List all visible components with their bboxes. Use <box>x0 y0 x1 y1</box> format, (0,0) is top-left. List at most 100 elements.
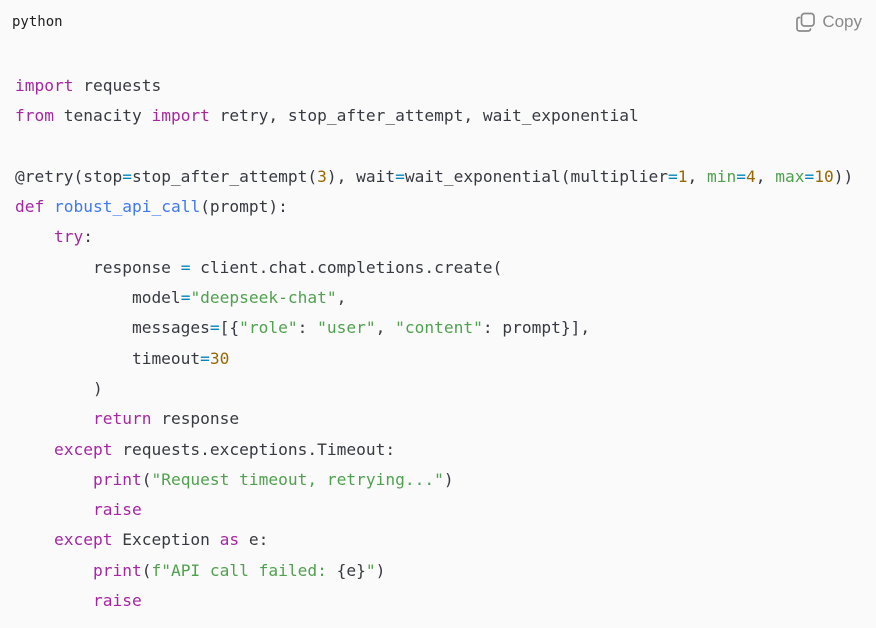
code-token: , <box>336 288 347 308</box>
code-token: ) <box>375 560 386 580</box>
code-line: raise <box>15 586 853 616</box>
code-line: return response <box>15 404 853 434</box>
code-token: "role" <box>239 318 298 338</box>
code-line: except Exception as e: <box>15 525 853 555</box>
code-token: 4 <box>746 166 756 186</box>
code-token: ), wait <box>326 166 396 186</box>
code-line: except requests.exceptions.Timeout: <box>15 435 853 465</box>
code-token: (prompt): <box>200 197 288 217</box>
code-token: : <box>297 318 318 338</box>
code-token: 30 <box>209 348 230 368</box>
code-token <box>15 500 93 519</box>
code-token: = <box>668 166 678 186</box>
code-line: response = client.chat.completions.creat… <box>15 253 853 283</box>
code-token: max <box>775 166 805 186</box>
code-token: @retry(stop <box>15 166 123 186</box>
code-token: ) <box>443 469 454 489</box>
code-token: as <box>219 530 240 550</box>
code-token: client.chat.completions.create( <box>190 257 503 277</box>
code-token: raise <box>92 500 142 520</box>
code-token: "content" <box>395 318 483 338</box>
code-token: response <box>15 257 181 277</box>
copy-button[interactable]: Copy <box>795 11 862 33</box>
code-line: model="deepseek-chat", <box>15 283 853 313</box>
code-token: try <box>53 227 84 247</box>
code-line: from tenacity import retry, stop_after_a… <box>15 101 853 131</box>
code-line: @retry(stop=stop_after_attempt(3), wait=… <box>15 162 853 192</box>
code-token: 3 <box>317 166 327 186</box>
code-token: , <box>687 166 707 186</box>
code-line: try: <box>15 222 853 252</box>
code-token: "deepseek-chat" <box>190 288 337 308</box>
code-line: raise <box>15 495 853 525</box>
code-token: stop_after_attempt( <box>131 166 318 186</box>
code-token: : <box>83 227 93 247</box>
code-token <box>15 227 54 246</box>
code-token <box>15 409 93 428</box>
code-line: timeout=30 <box>15 344 853 374</box>
code-token: requests <box>73 76 162 95</box>
code-line: print("Request timeout, retrying...") <box>15 465 853 495</box>
code-line: def robust_api_call(prompt): <box>15 192 853 222</box>
code-line: import requests <box>15 71 853 101</box>
code-token: def <box>15 197 45 217</box>
code-token: tenacity <box>53 106 152 126</box>
code-token: 1 <box>677 166 688 186</box>
code-token: min <box>707 166 737 186</box>
code-token: import <box>151 106 210 126</box>
code-token <box>15 470 93 489</box>
code-token: = <box>736 166 746 186</box>
code-token: e: <box>239 530 269 550</box>
code-token: except <box>53 530 113 550</box>
code-token <box>44 197 54 216</box>
code-line: messages=[{"role": "user", "content": pr… <box>15 313 853 343</box>
code-token: = <box>200 348 210 368</box>
code-token: , <box>375 318 396 338</box>
code-token: {e} <box>336 560 366 580</box>
code-token: = <box>804 166 815 186</box>
code-token: = <box>122 166 132 186</box>
copy-label: Copy <box>822 12 862 31</box>
code-token: 10 <box>814 166 834 186</box>
code-line: ) <box>15 374 853 404</box>
code-token: = <box>209 318 220 338</box>
code-token: wait_exponential(multiplier <box>404 166 668 186</box>
copy-icon <box>795 11 817 33</box>
code-token: from <box>15 106 54 126</box>
code-token: timeout <box>15 348 201 368</box>
code-token: retry, stop_after_attempt, wait_exponent… <box>209 106 639 126</box>
code-token: return <box>92 409 152 429</box>
code-token: : prompt}], <box>482 318 591 338</box>
code-token: except <box>53 439 113 459</box>
code-token: = <box>180 257 191 277</box>
code-token: = <box>395 166 405 186</box>
code-token: ) <box>15 378 103 398</box>
code-token: ( <box>141 560 152 580</box>
code-token <box>15 591 93 610</box>
code-line: ​ <box>15 132 853 162</box>
code-token: messages <box>15 318 210 338</box>
code-token: print <box>92 560 142 580</box>
code-block-header: python Copy <box>0 0 876 44</box>
code-token: f"API call failed: <box>151 560 337 580</box>
code-token: [{ <box>219 318 240 338</box>
code-token: model <box>15 288 181 308</box>
code-token: response <box>151 409 240 429</box>
code-token: Exception <box>112 530 220 550</box>
code-token: "Request timeout, retrying..." <box>151 469 444 489</box>
code-token: raise <box>92 591 142 611</box>
code-token: ( <box>141 469 152 489</box>
code-token: , <box>755 166 776 186</box>
code-token: " <box>365 560 376 580</box>
code-token <box>15 440 54 459</box>
code-token: requests.exceptions.Timeout: <box>112 439 396 459</box>
code-token <box>15 561 93 580</box>
code-token: print <box>92 469 142 489</box>
code-line: print(f"API call failed: {e}") <box>15 556 853 586</box>
code-token: "user" <box>317 318 376 338</box>
code-token: robust_api_call <box>54 197 201 217</box>
code-token <box>15 530 54 549</box>
code-token: )) <box>833 166 854 186</box>
